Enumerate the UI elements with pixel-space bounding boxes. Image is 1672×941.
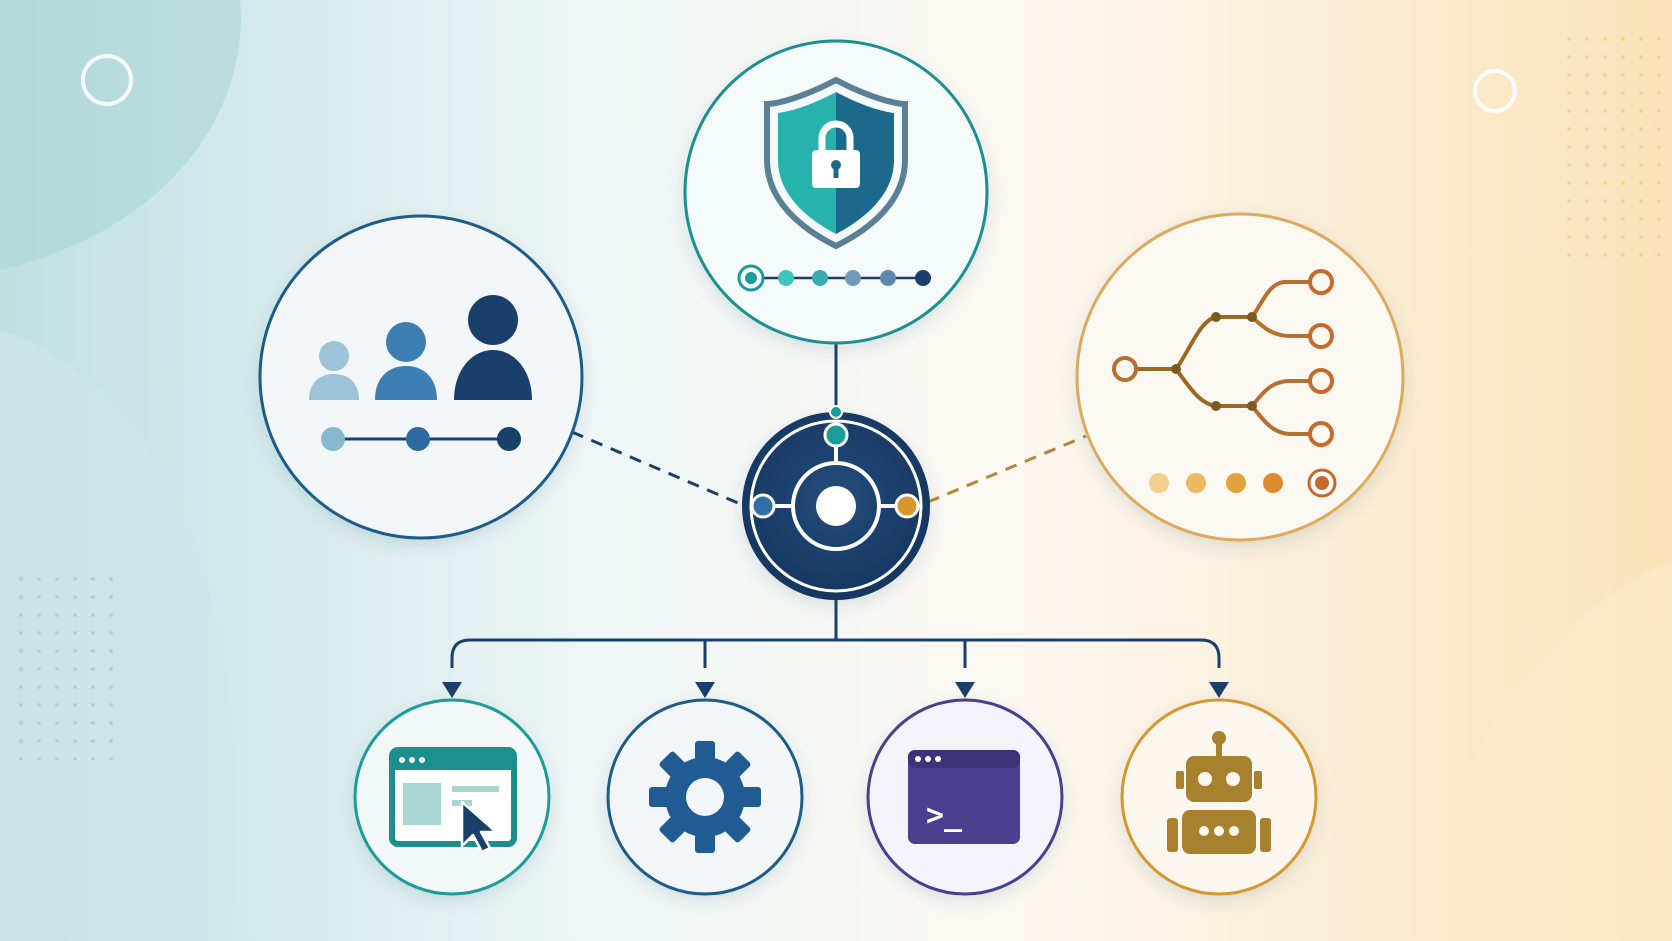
bg-ring-right-icon [1473,69,1517,113]
hub-port-users [750,493,776,519]
hub-port-workflow [894,493,920,519]
workflow-progress-track [1149,468,1337,498]
connector-workflow [927,434,1087,504]
branch-joint [1211,401,1221,411]
robot-icon [1167,731,1271,854]
branch-joint [1247,312,1257,322]
progress-step [880,270,896,286]
arrow-head-icon [442,682,462,698]
hub-port-top [829,405,843,419]
progress-step [1263,473,1283,493]
bg-ring-left-icon [81,54,133,106]
progress-step [1186,473,1206,493]
progress-step [497,427,521,451]
settings-node[interactable] [606,698,804,896]
central-hub[interactable] [742,405,930,600]
connector-users [571,430,746,508]
workflow-node[interactable] [1075,212,1405,542]
branch-joint [1171,364,1181,374]
browser-cursor-icon [389,747,517,854]
branch-end-node [1308,323,1334,349]
terminal-prompt-glyph: >_ [926,798,963,833]
branch-start-node [1112,356,1138,382]
terminal-icon: >_ [908,750,1020,844]
progress-step [406,427,430,451]
progress-step [1149,473,1169,493]
progress-step [778,270,794,286]
hub-port-security [823,422,849,448]
branch-end-node [1308,269,1334,295]
arrow-head-icon [1209,682,1229,698]
arrow-head-icon [695,682,715,698]
users-progress-track [321,427,521,451]
progress-step [845,270,861,286]
arrow-head-icon [955,682,975,698]
shield-lock-icon [764,76,908,250]
browser-automation-node[interactable] [353,698,551,896]
terminal-node[interactable]: >_ [866,698,1064,896]
branch-joint [1247,401,1257,411]
workflow-node-circle [1075,212,1405,542]
progress-step [1315,476,1329,490]
gear-icon [649,741,761,853]
progress-step [915,270,931,286]
bg-dot-grid-right [1560,30,1672,260]
bg-blob-top-left [0,0,241,270]
connectors [442,343,1229,698]
branch-end-node [1308,368,1334,394]
progress-step [1226,473,1246,493]
bg-blob-bottom-right [1439,560,1672,941]
branch-end-node [1308,421,1334,447]
users-group-icon [309,295,532,400]
robot-agent-node[interactable] [1120,698,1318,896]
connector-tree [450,600,1221,668]
users-node[interactable] [258,214,584,540]
progress-step [321,427,345,451]
security-node[interactable] [683,39,989,345]
branch-joint [1211,312,1221,322]
security-progress-track [737,264,931,292]
progress-step [812,270,828,286]
bg-dot-grid-left [10,570,120,760]
progress-step [745,272,757,284]
